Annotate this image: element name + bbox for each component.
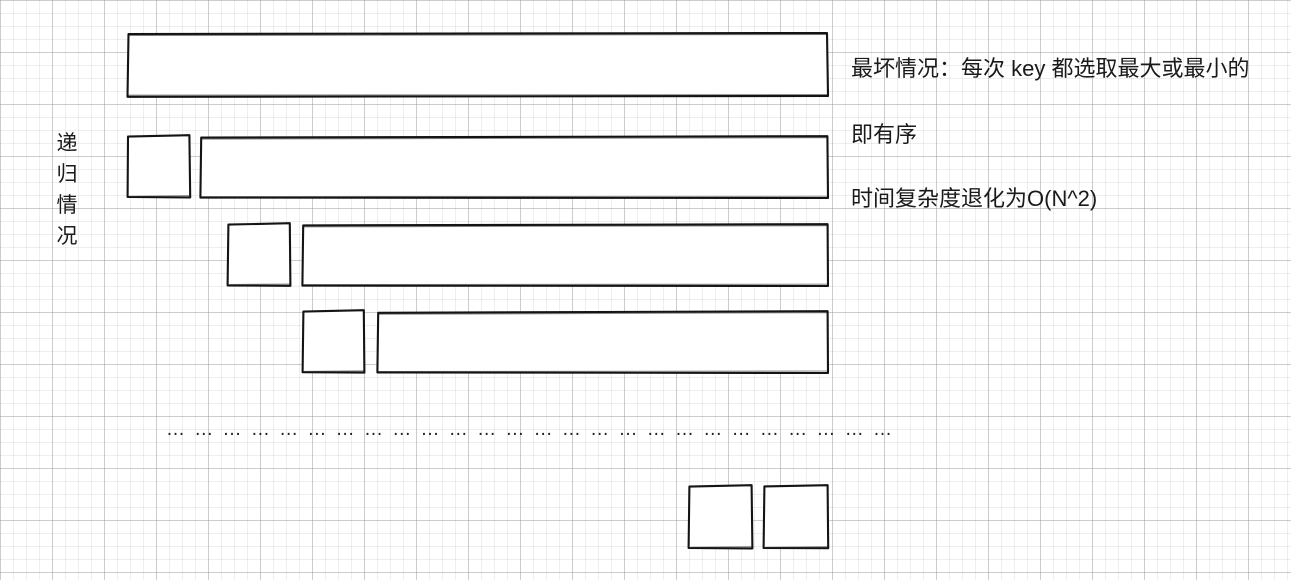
note-time-complexity: 时间复杂度退化为O(N^2) xyxy=(851,186,1098,211)
level-4-partition-rect xyxy=(376,310,830,375)
recursion-ellipsis-row: … … … … … … … … … … … … … … … … … … … … … xyxy=(166,419,894,440)
level-2-partition-rect xyxy=(199,135,830,200)
level-1-partition-rect xyxy=(126,31,830,98)
level-3-pivot-rect xyxy=(226,222,292,287)
level-4-pivot-rect xyxy=(301,309,366,374)
level-2-pivot-rect xyxy=(126,134,192,199)
final-right-square-rect xyxy=(762,484,830,550)
level-3-partition-rect xyxy=(301,223,830,288)
note-worst-case: 最坏情况：每次 key 都选取最大或最小的 xyxy=(851,56,1250,81)
recursion-case-vertical-label: 递归情况 xyxy=(56,132,78,248)
note-already-sorted: 即有序 xyxy=(851,122,918,147)
final-left-square-rect xyxy=(687,484,754,550)
